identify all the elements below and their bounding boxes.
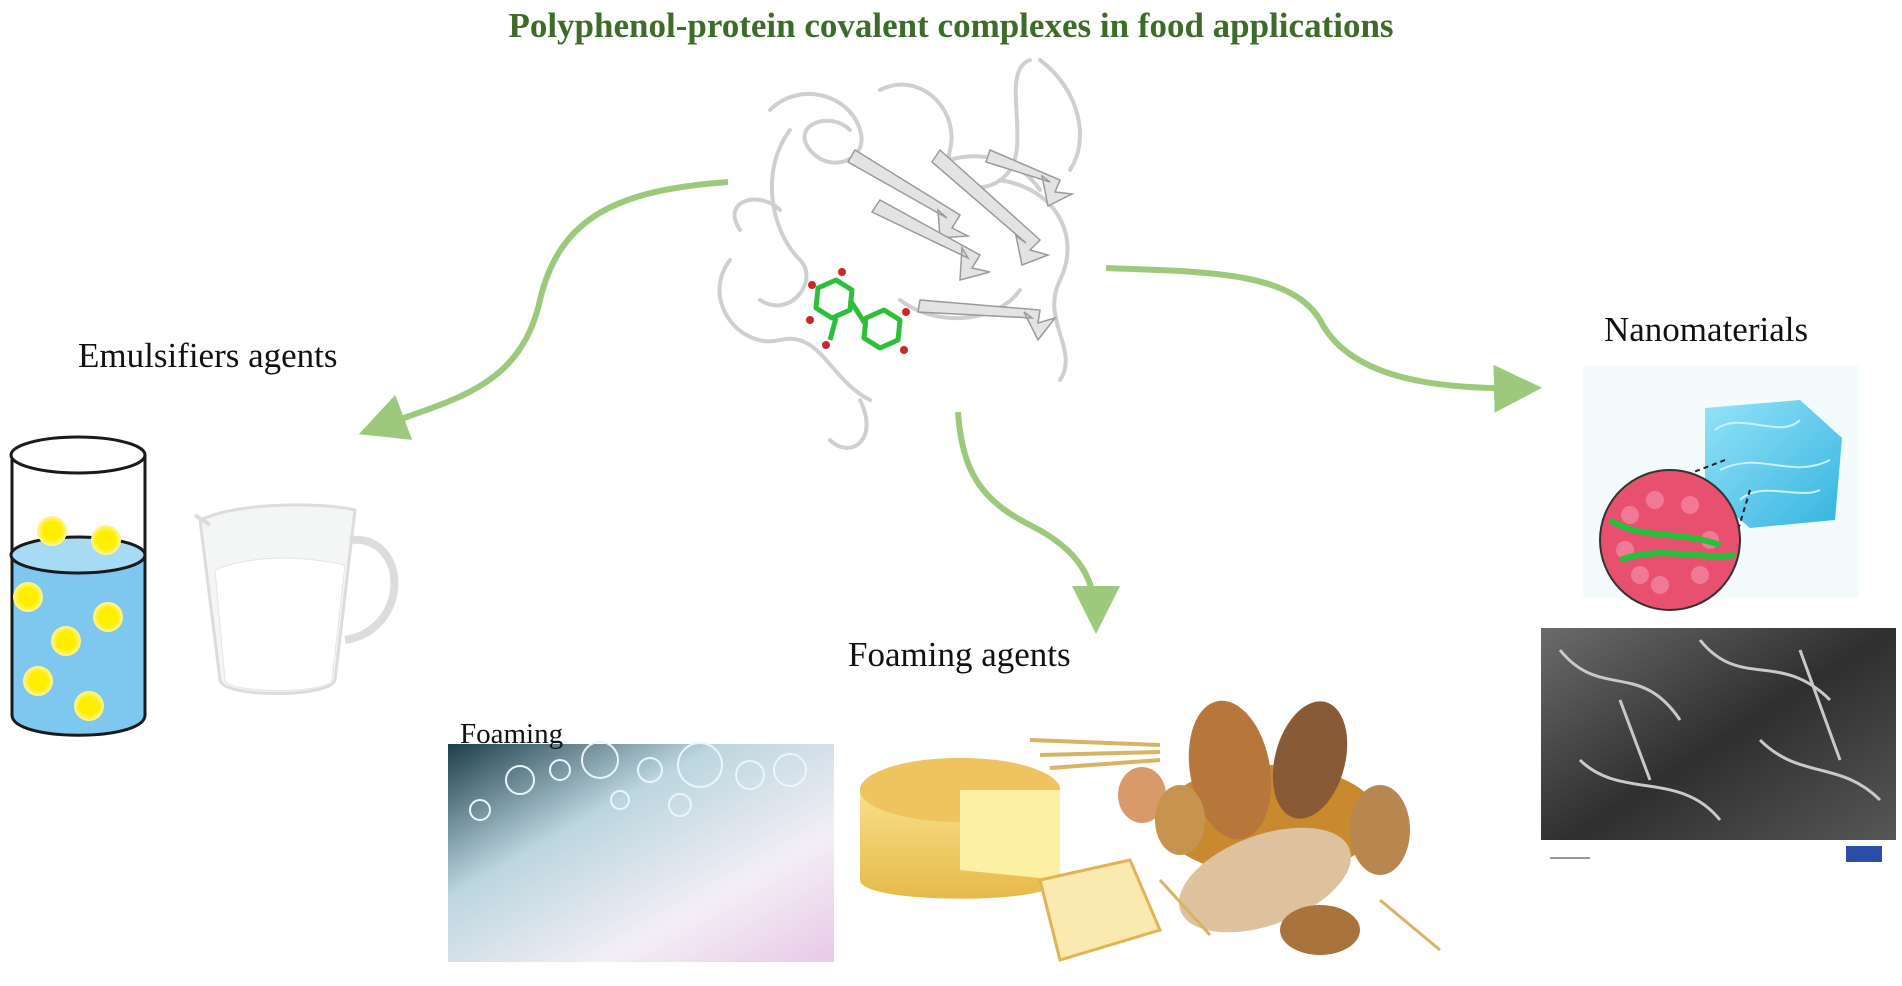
- beaker-emulsion: [9, 435, 147, 737]
- foam-photo: [448, 741, 834, 962]
- milk-jug: [193, 503, 399, 695]
- caption-foaming-photo: Foaming: [460, 718, 564, 750]
- protein-beta-strands: [846, 148, 1075, 342]
- nanomaterial-hydrogel: [1583, 365, 1859, 611]
- cake-photo: [860, 738, 1166, 962]
- label-emulsifiers: Emulsifiers agents: [78, 336, 338, 375]
- oil-droplets: [13, 516, 123, 721]
- label-foaming: Foaming agents: [848, 635, 1071, 674]
- arrow-to-nanomaterials: [1105, 265, 1542, 413]
- diagram-title: Polyphenol-protein covalent complexes in…: [508, 6, 1394, 45]
- sem-micrograph: [1541, 628, 1896, 870]
- ligand-oxygen-atoms: [806, 268, 910, 354]
- label-nanomaterials: Nanomaterials: [1604, 310, 1809, 349]
- arrow-to-emulsifiers: [358, 179, 729, 440]
- bread-photo: [1155, 700, 1441, 955]
- arrow-to-foaming: [955, 411, 1120, 634]
- polyphenol-ligand: [813, 277, 903, 351]
